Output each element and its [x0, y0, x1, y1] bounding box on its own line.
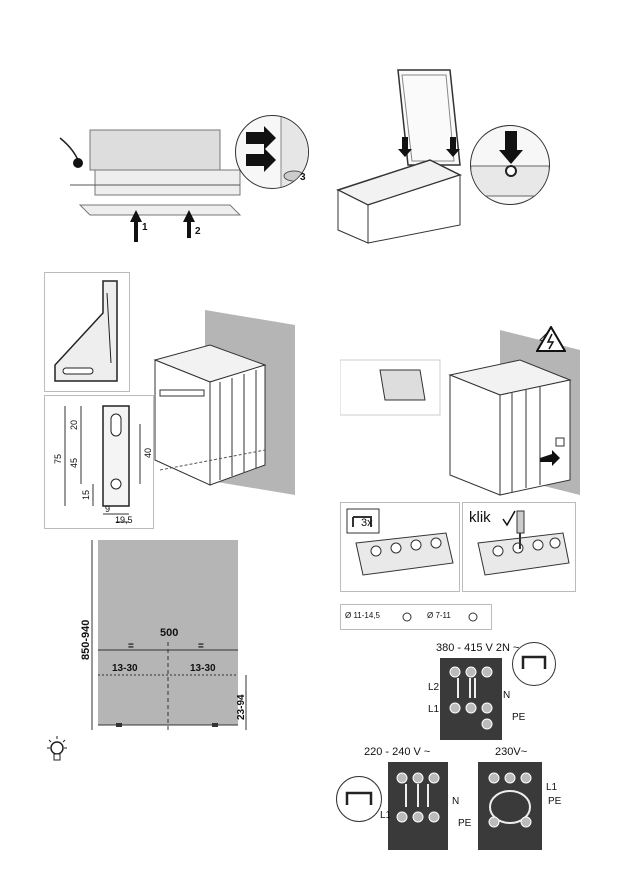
detail-lid-drawing — [471, 131, 549, 197]
dim-9: 9 — [105, 504, 111, 514]
dim-20: 20 — [69, 419, 79, 430]
label-3phase-l1: L1 — [428, 704, 440, 715]
electrical-connection-drawing — [340, 330, 580, 496]
lightbulb-icon-drawing — [47, 736, 67, 761]
dim-19-5: 19,5 — [115, 515, 133, 525]
dim-bottom-gap: 23-94 — [236, 694, 247, 720]
warning-electric-icon — [536, 326, 566, 352]
installation-dimensions-drawing — [91, 540, 247, 730]
lid-removal-drawing — [336, 69, 462, 244]
label-1phase-l1: L1 — [380, 810, 392, 821]
detail-feet-drawing — [246, 116, 308, 188]
terminal-230-block — [478, 762, 542, 850]
electrical-connection-figure — [340, 330, 590, 500]
detail-circle-lid — [470, 125, 550, 205]
link-detail-1phase — [336, 776, 382, 822]
link-detail-3phase — [512, 642, 556, 686]
terminal-klik-drawing — [477, 510, 570, 576]
bracket-drawing — [54, 280, 118, 382]
terminal-count-label: 3x — [361, 517, 373, 529]
bracket-dimension-drawing — [64, 405, 141, 523]
label-3phase-l2: L2 — [428, 682, 440, 693]
feet-adjustment-figure: 1 2 — [40, 110, 310, 250]
label-3phase-n: N — [503, 690, 511, 701]
step-number-2: 2 — [195, 226, 201, 237]
terminal-1phase-drawing — [396, 772, 440, 823]
terminal-3x-drawing — [346, 508, 454, 576]
cable-diameter-b: Ø 7-11 — [427, 611, 451, 620]
terminal-230-drawing — [488, 772, 532, 828]
step-number-1: 1 — [142, 222, 148, 233]
terminal-3phase-block — [440, 658, 502, 740]
label-1phase-n: N — [452, 796, 460, 807]
terminal-panel-3x: 3x — [340, 502, 460, 592]
link-1phase-drawing — [345, 791, 373, 805]
cooker-wall-figure — [150, 310, 300, 500]
title-3phase: 380 - 415 V 2N ~ — [436, 642, 520, 654]
detail-circle-feet — [235, 115, 309, 189]
dim-15: 15 — [81, 489, 91, 500]
link-3phase-drawing — [521, 655, 547, 669]
terminal-1phase-block — [388, 762, 448, 850]
cable-diameter-a: Ø 11-14,5 — [345, 611, 380, 620]
dim-75: 75 — [53, 453, 63, 464]
dim-equal-left: = — [128, 641, 134, 652]
dim-offset-left: 13-30 — [112, 663, 138, 674]
dim-equal-right: = — [198, 641, 204, 652]
dim-offset-right: 13-30 — [190, 663, 216, 674]
lid-removal-figure — [330, 65, 560, 245]
installation-dimensions-figure: 850-940 500 = = 13-30 13-30 23-94 — [78, 530, 258, 745]
terminal-panel-klik: klik — [462, 502, 576, 592]
label-3phase-pe: PE — [512, 712, 526, 723]
label-1phase-pe: PE — [458, 818, 472, 829]
title-230: 230V~ — [495, 746, 528, 758]
bracket-panel — [44, 272, 130, 392]
label-230-pe: PE — [548, 796, 562, 807]
step-number-3: 3 — [300, 172, 306, 183]
cable-diameter-drawing — [402, 612, 478, 622]
cable-diameter-panel: Ø 11-14,5 Ø 7-11 — [340, 604, 492, 630]
cooker-wall-drawing — [153, 310, 295, 495]
terminal-3phase-drawing — [449, 666, 493, 730]
bracket-dimension-panel: 75 20 45 40 15 9 19,5 — [44, 395, 154, 529]
feet-adjustment-drawing — [59, 129, 242, 242]
title-1phase: 220 - 240 V ~ — [364, 746, 431, 758]
dim-45: 45 — [69, 457, 79, 468]
klik-label: klik — [469, 509, 491, 526]
warning-triangle-drawing — [536, 326, 566, 352]
tip-lightbulb-icon — [44, 734, 70, 764]
dim-width: 500 — [160, 627, 179, 639]
dim-height-range: 850-940 — [80, 619, 92, 660]
label-230-l1: L1 — [546, 782, 558, 793]
